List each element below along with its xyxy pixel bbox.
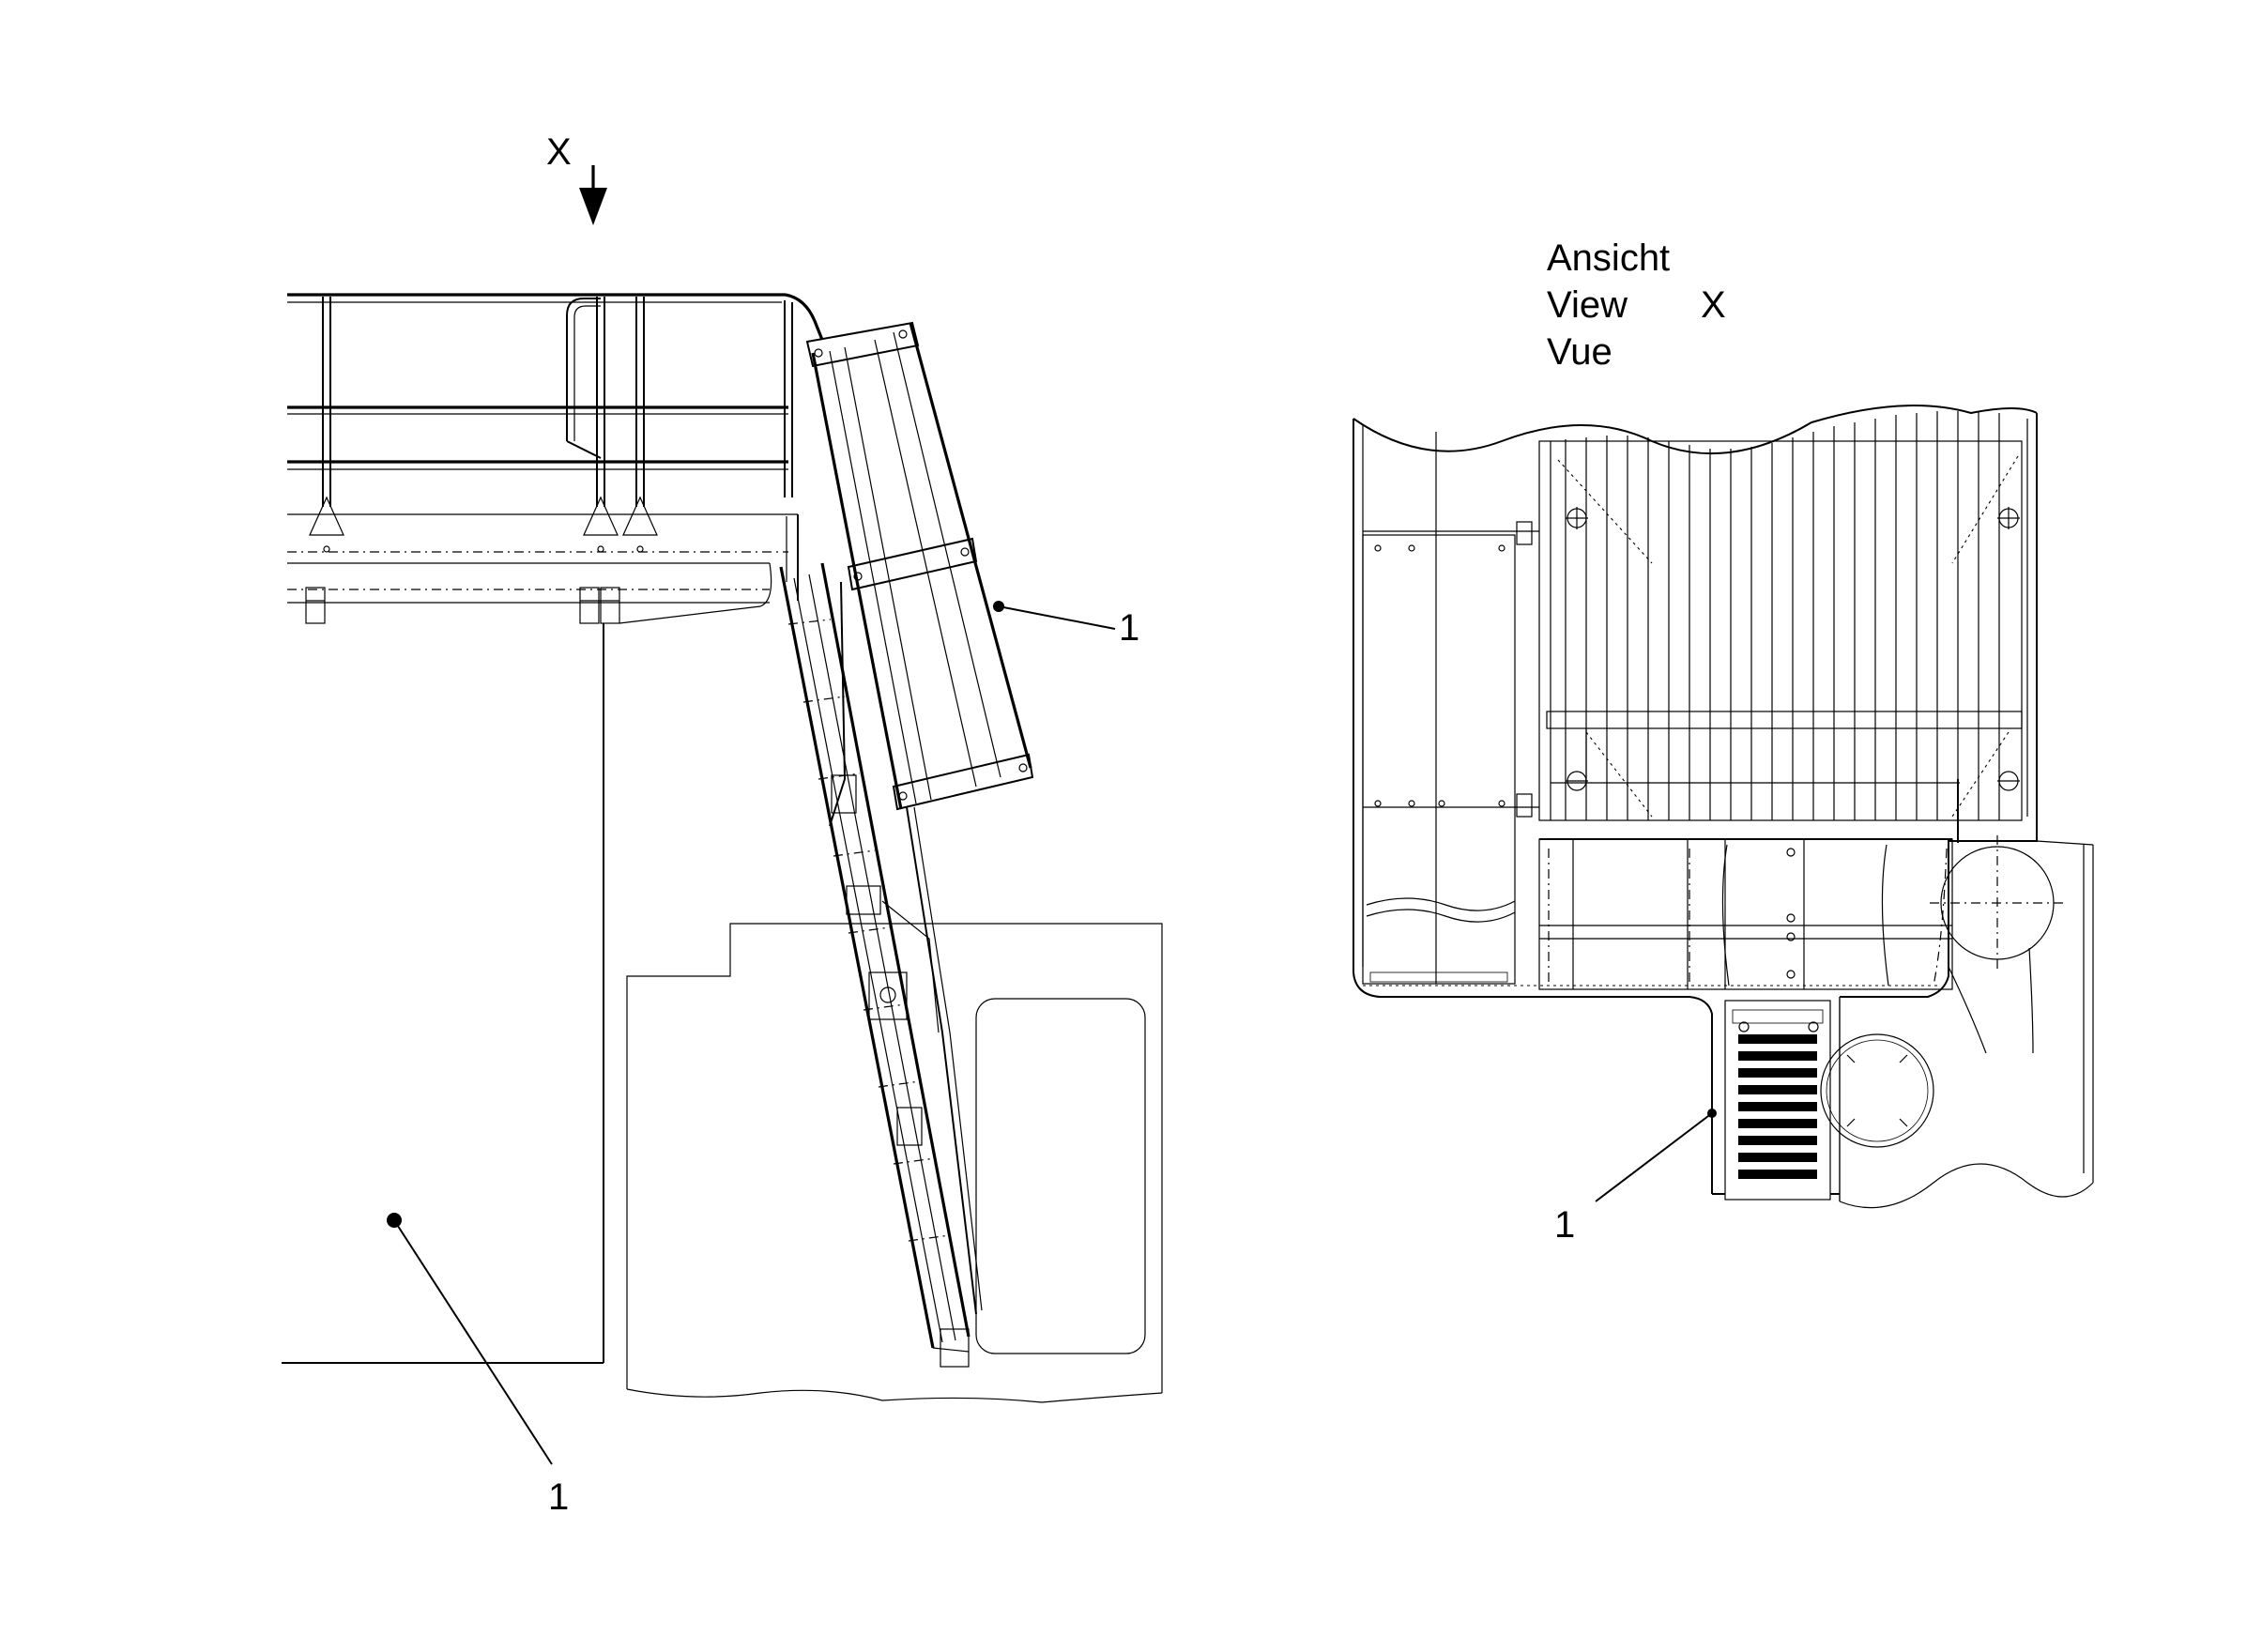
view-title-line3: Vue	[1547, 331, 1612, 373]
callout-label: 1	[548, 1476, 569, 1518]
view-direction-arrow: X	[546, 131, 607, 225]
tank-openings	[1820, 835, 2094, 1209]
side-elevation-view: X	[282, 131, 1163, 1518]
view-title-letter: X	[1701, 284, 1726, 326]
callout-wall: 1	[387, 1213, 569, 1518]
callout-label: 1	[1554, 1204, 1575, 1246]
ladder-top-view	[1712, 997, 1841, 1201]
walkway-left	[1362, 432, 1539, 985]
view-title-line2: View	[1547, 284, 1628, 326]
inclined-ladder	[779, 562, 983, 1368]
callout-top-view-ladder: 1	[1554, 1109, 1717, 1246]
platform-handrail	[287, 293, 824, 553]
view-title: Ansicht View X Vue	[1547, 237, 1726, 373]
ladder-cage	[805, 321, 1034, 811]
platform-outline	[1353, 405, 2038, 1194]
lower-walkway	[1538, 838, 1953, 990]
grating-panel	[1538, 411, 2023, 843]
callout-label: 1	[1119, 607, 1139, 649]
view-title-line1: Ansicht	[1547, 237, 1670, 279]
top-view-x: Ansicht View X Vue	[1353, 237, 2094, 1246]
view-marker-letter: X	[546, 131, 572, 173]
callout-ladder-cage: 1	[993, 601, 1139, 649]
platform-deck	[287, 513, 799, 624]
ladder-rungs	[1738, 1034, 1817, 1179]
wall-outline	[282, 623, 604, 1364]
grating-bars	[1565, 411, 2000, 820]
machine-housing	[626, 923, 1163, 1403]
